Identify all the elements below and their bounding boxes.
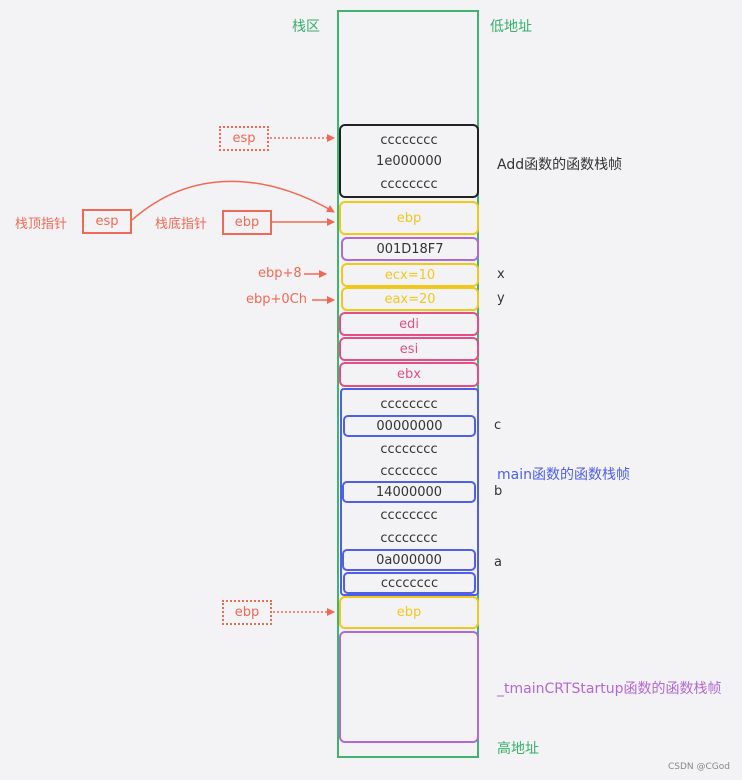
add-frame-line-2: 1e000000 xyxy=(376,154,442,169)
var-label-a: a xyxy=(494,555,502,570)
add-frame-line-3: cccccccc xyxy=(380,177,438,192)
var-c-cell: 00000000 xyxy=(343,415,476,437)
main-frame-block xyxy=(340,388,479,596)
stack-bottom-pointer-label: 栈底指针 xyxy=(155,217,208,232)
slot-ebp-top: ebp xyxy=(339,201,479,235)
var-label-b: b xyxy=(494,484,503,499)
slot-ebx: ebx xyxy=(339,362,479,387)
main-row-4: cccccccc xyxy=(380,464,438,479)
ebp-register-box: ebp xyxy=(222,210,272,235)
low-address-label: 低地址 xyxy=(490,19,532,35)
slot-eax: eax=20 xyxy=(341,287,479,311)
main-row-1: cccccccc xyxy=(380,397,438,412)
main-row-6: cccccccc xyxy=(380,508,438,523)
esp-curved-arrow xyxy=(131,180,335,221)
main-row-9-cell: cccccccc xyxy=(343,572,476,594)
tmain-frame-block xyxy=(339,631,479,743)
main-row-3: cccccccc xyxy=(380,442,438,457)
esp-register-box: esp xyxy=(82,209,132,234)
tmain-frame-title: _tmainCRTStartup函数的函数栈帧 xyxy=(497,681,722,697)
offset-ebp-0ch: ebp+0Ch xyxy=(246,292,307,307)
watermark: CSDN @CGod xyxy=(668,762,730,772)
stack-top-pointer-label: 栈顶指针 xyxy=(15,217,68,232)
main-frame-title: main函数的函数栈帧 xyxy=(497,467,630,483)
slot-edi: edi xyxy=(339,312,479,336)
var-a-cell: 0a000000 xyxy=(342,549,476,571)
slot-esi: esi xyxy=(339,337,479,361)
var-label-y: y xyxy=(497,291,505,306)
main-row-7: cccccccc xyxy=(380,531,438,546)
var-label-c: c xyxy=(494,418,502,433)
ebp-dotted-box: ebp xyxy=(222,600,272,625)
add-frame-title: Add函数的函数栈帧 xyxy=(497,157,623,173)
add-frame-block xyxy=(339,124,479,198)
stack-area-label: 栈区 xyxy=(292,19,320,35)
slot-ecx: ecx=10 xyxy=(341,263,479,287)
add-frame-line-1: cccccccc xyxy=(380,133,438,148)
var-b-cell: 14000000 xyxy=(342,481,476,503)
var-label-x: x xyxy=(497,267,505,282)
offset-ebp-8: ebp+8 xyxy=(258,266,302,281)
high-address-label: 高地址 xyxy=(497,741,539,757)
esp-dotted-box: esp xyxy=(219,126,269,151)
slot-return-address: 001D18F7 xyxy=(341,237,479,261)
slot-ebp-bottom: ebp xyxy=(339,596,479,629)
